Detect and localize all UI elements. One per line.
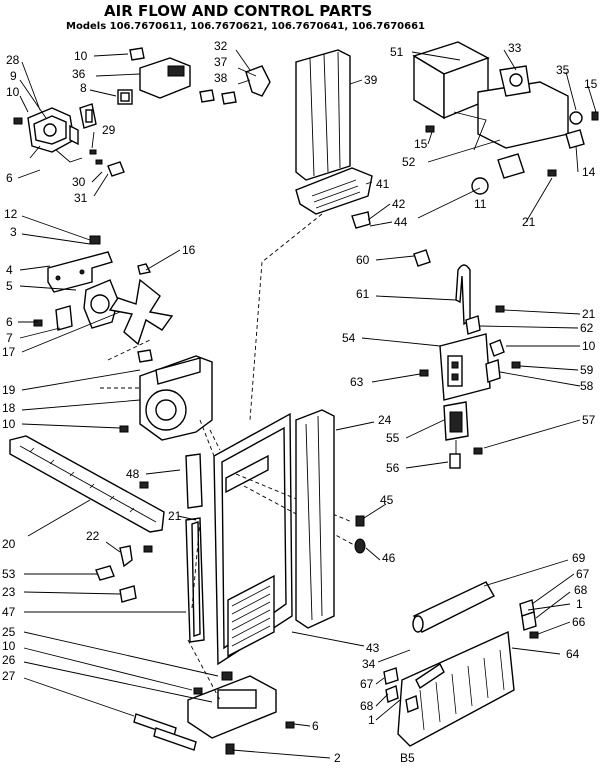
callout-label: 52	[402, 155, 416, 169]
air-channel	[295, 49, 373, 229]
callout-label: 19	[2, 383, 16, 397]
callout-label: 27	[2, 669, 16, 683]
callout-label: 64	[566, 647, 580, 661]
callout-label: 62	[580, 321, 594, 335]
callout-label: 15	[584, 77, 598, 91]
callout-label: 6	[6, 171, 13, 185]
callout-label: 15	[414, 137, 428, 151]
callout-label: 26	[2, 653, 16, 667]
callout-label: 30	[72, 175, 86, 189]
callout-label: 37	[214, 55, 228, 69]
toe-grille-assembly	[383, 581, 539, 747]
callout-label: 42	[392, 197, 406, 211]
callout-label: 1	[368, 713, 375, 727]
callout-label: 3	[10, 225, 17, 239]
callout-label: 67	[576, 567, 590, 581]
callout-label: 9	[10, 69, 17, 83]
callout-label: 21	[582, 307, 596, 321]
callout-label: 4	[6, 263, 13, 277]
callout-label: 12	[4, 207, 18, 221]
callout-label: 46	[382, 551, 396, 565]
callout-label: 16	[182, 243, 196, 257]
damper-control-assembly	[412, 41, 599, 195]
callout-label: 39	[364, 73, 378, 87]
callout-label: 25	[2, 625, 16, 639]
page-code: B5	[400, 751, 415, 765]
callout-label: 28	[6, 53, 20, 67]
callout-label: 53	[2, 567, 16, 581]
callout-label: 11	[474, 197, 487, 211]
callout-label: 48	[126, 467, 140, 481]
callout-label: 1	[576, 597, 583, 611]
callout-label: 18	[2, 401, 16, 415]
callout-label: 17	[2, 345, 16, 359]
fan-motor-assembly	[33, 235, 196, 401]
callout-label: 68	[574, 583, 588, 597]
callout-label: 41	[376, 177, 390, 191]
callout-label: 5	[6, 279, 13, 293]
callout-label: 14	[582, 165, 596, 179]
diagram-title: AIR FLOW AND CONTROL PARTS	[104, 2, 372, 20]
callout-label: 21	[168, 509, 182, 523]
fan-shroud	[119, 355, 213, 441]
callout-label: 47	[2, 605, 16, 619]
callout-label: 68	[360, 699, 374, 713]
callout-label: 55	[386, 431, 400, 445]
callout-label: 8	[80, 81, 87, 95]
thermostat-control-assembly	[413, 249, 521, 469]
callout-label: 56	[386, 461, 400, 475]
small-left-parts	[95, 453, 203, 603]
models-line: Models 106.7670611, 106.7670621, 106.767…	[66, 21, 425, 32]
callout-label: 24	[378, 413, 392, 427]
callout-label: 20	[2, 537, 16, 551]
air-duct-panel	[185, 412, 293, 666]
callout-label: 63	[350, 375, 364, 389]
callout-label: 10	[74, 49, 88, 63]
leader-lines	[17, 49, 597, 759]
callout-label: 31	[74, 191, 88, 205]
damper-motor-assembly	[13, 47, 271, 177]
callout-label: 45	[380, 493, 394, 507]
callout-label: 67	[360, 677, 374, 691]
callout-label: 69	[572, 551, 586, 565]
callout-label: 21	[522, 215, 536, 229]
callout-label: 54	[342, 331, 356, 345]
vertical-air-channel	[295, 409, 366, 629]
callout-label: 29	[102, 123, 116, 137]
callout-label: 22	[86, 529, 100, 543]
callout-label: 6	[6, 315, 13, 329]
callout-label: 10	[6, 85, 20, 99]
callout-label: 33	[508, 41, 522, 55]
callout-label: 7	[6, 331, 13, 345]
callout-label: 10	[582, 339, 596, 353]
callout-label: 36	[72, 67, 86, 81]
callout-labels: 10 32 36 37 38 39 28 9 10 8 29 30 31 6 1…	[2, 39, 598, 765]
bottom-housing	[133, 671, 295, 755]
callout-label: 6	[312, 719, 319, 733]
callout-label: 66	[572, 615, 586, 629]
callout-label: 34	[362, 657, 376, 671]
callout-label: 58	[580, 379, 594, 393]
callout-label: 60	[356, 253, 370, 267]
callout-label: 38	[214, 71, 228, 85]
callout-label: 51	[390, 45, 404, 59]
callout-label: 10	[2, 639, 16, 653]
callout-label: 43	[366, 641, 380, 655]
callout-label: 32	[214, 39, 228, 53]
callout-label: 2	[334, 751, 341, 765]
evaporator-cover-strip	[9, 435, 165, 533]
callout-label: 10	[2, 417, 16, 431]
callout-label: 23	[2, 585, 16, 599]
callout-label: 57	[582, 413, 596, 427]
callout-label: 61	[356, 287, 370, 301]
callout-label: 35	[556, 63, 570, 77]
callout-label: 44	[394, 215, 408, 229]
callout-label: 59	[580, 363, 594, 377]
